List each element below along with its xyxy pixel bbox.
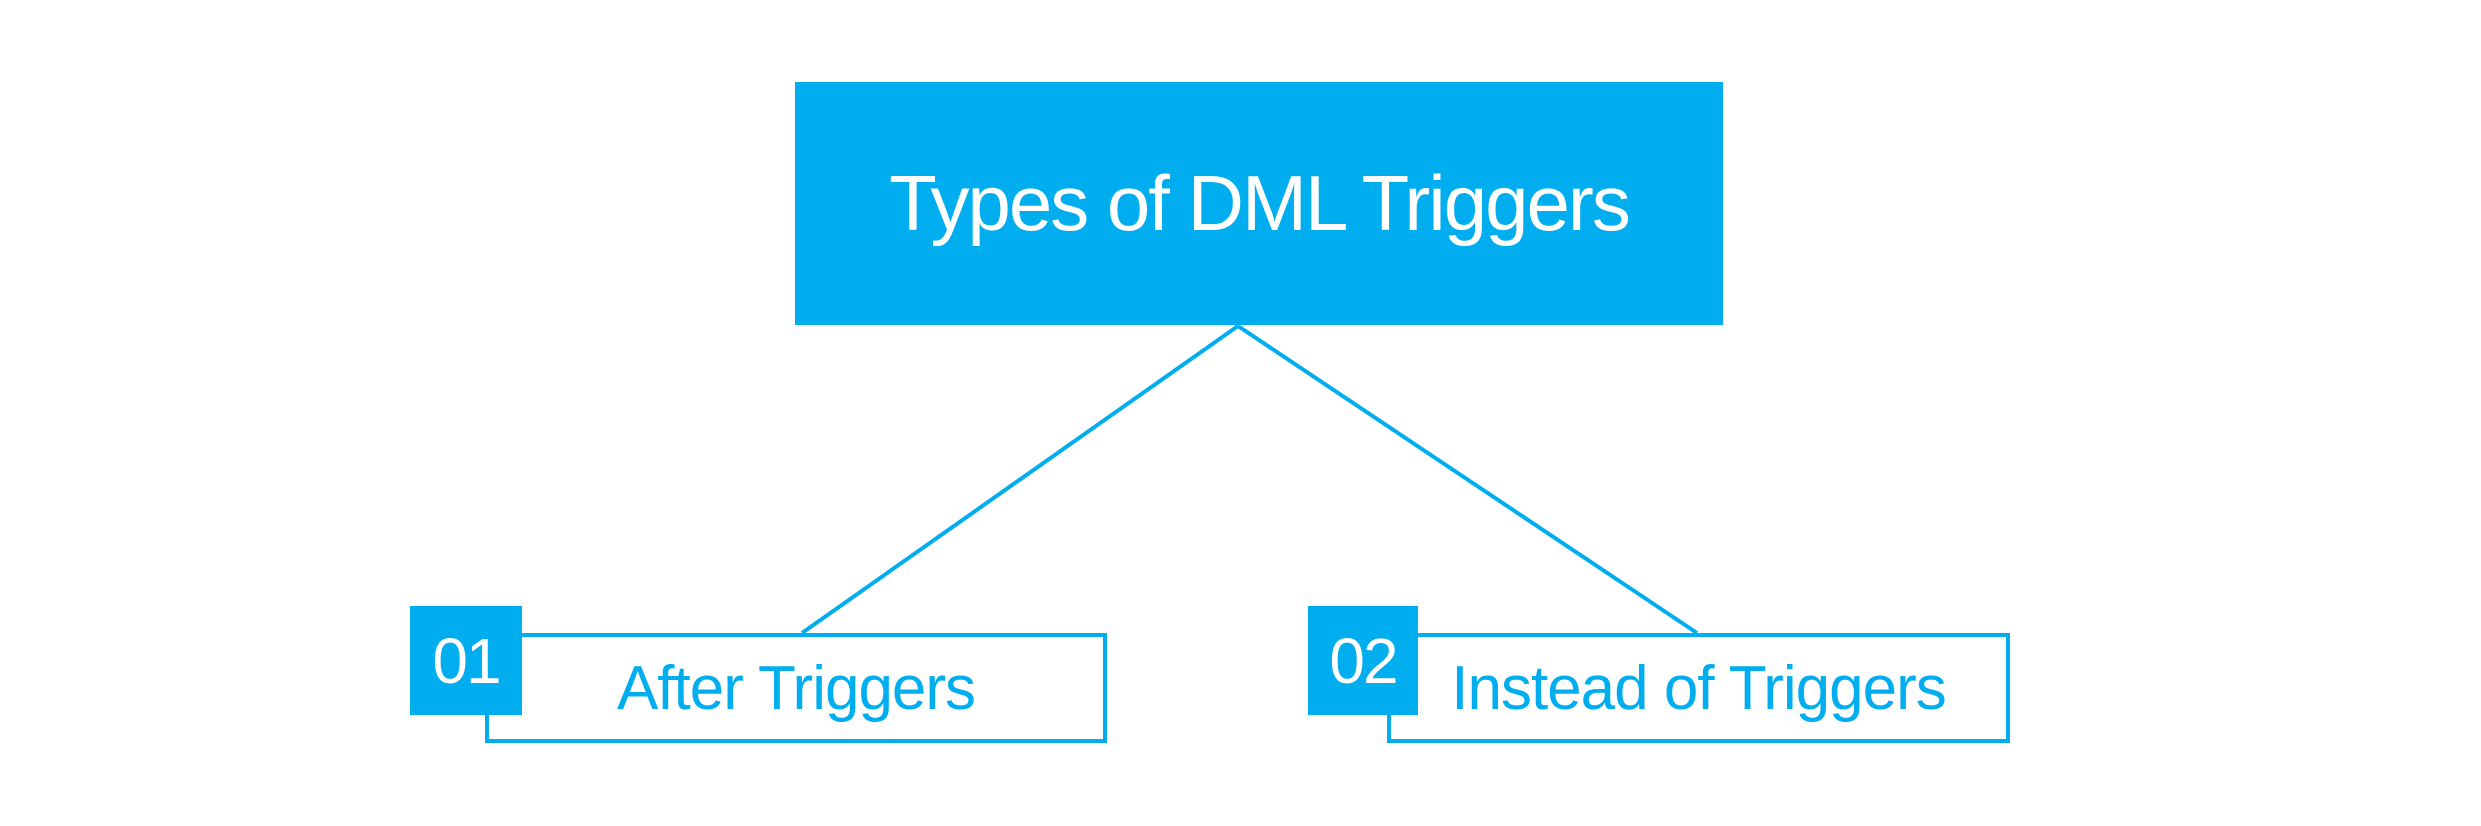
connector-line-left bbox=[800, 324, 1240, 635]
node-2-instead-of-triggers: Instead of Triggers bbox=[1387, 633, 2010, 743]
node-1-label: After Triggers bbox=[616, 653, 976, 723]
node-1-number-badge: 01 bbox=[410, 606, 522, 715]
connector-line-right bbox=[1236, 324, 1699, 635]
node-1-number: 01 bbox=[432, 624, 501, 697]
node-2-number: 02 bbox=[1329, 624, 1398, 697]
diagram-title: Types of DML Triggers bbox=[889, 159, 1631, 247]
node-1-after-triggers: After Triggers bbox=[485, 633, 1107, 743]
node-2-number-badge: 02 bbox=[1308, 606, 1418, 715]
node-2-label: Instead of Triggers bbox=[1451, 653, 1946, 723]
root-node: Types of DML Triggers bbox=[795, 82, 1723, 325]
